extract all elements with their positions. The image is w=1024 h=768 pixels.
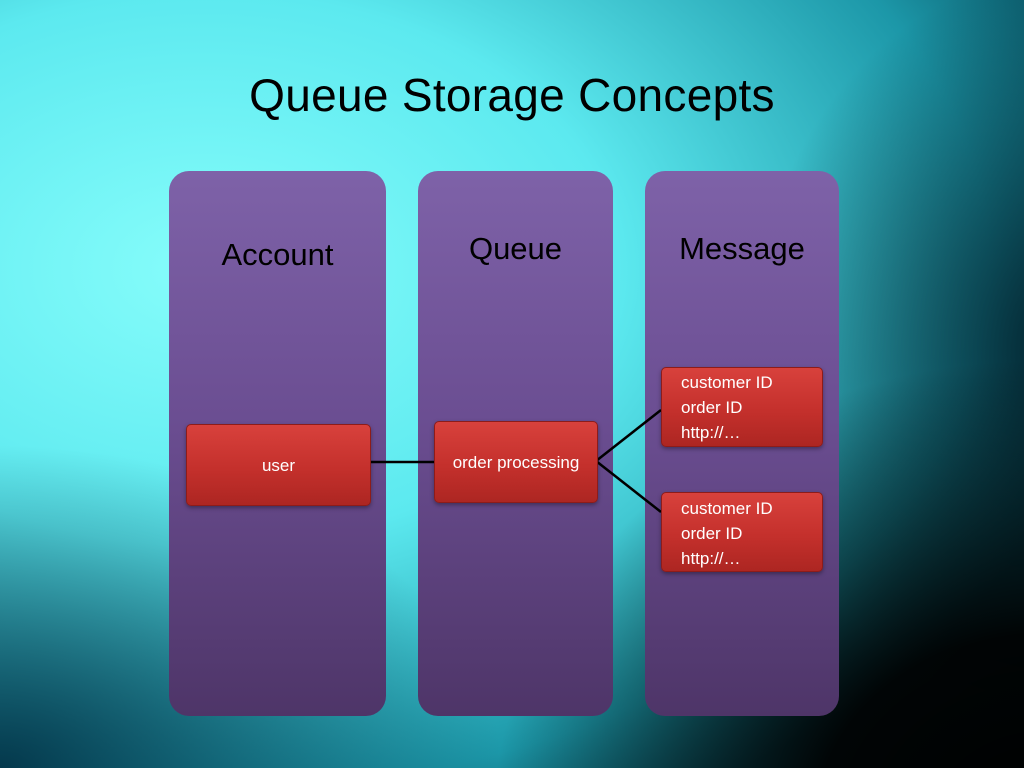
slide-title: Queue Storage Concepts	[249, 69, 775, 121]
message-line: customer ID	[681, 373, 773, 392]
account-user-label: user	[261, 455, 296, 475]
message-line: http://…	[681, 423, 741, 442]
message-line: order ID	[681, 524, 743, 543]
message-line: customer ID	[681, 499, 773, 518]
message-line: order ID	[681, 398, 743, 417]
message-node: customer ID order ID http://…	[661, 492, 823, 572]
queue-node: order processing	[434, 421, 598, 503]
message-node: customer ID order ID http://…	[661, 367, 823, 447]
message-column-title: Message	[679, 231, 805, 266]
queue-node-label: order processing	[452, 452, 580, 472]
queue-column-title: Queue	[468, 231, 563, 266]
account-column-title: Account	[221, 237, 334, 272]
account-user-node: user	[186, 424, 371, 506]
message-line: http://…	[681, 549, 741, 568]
